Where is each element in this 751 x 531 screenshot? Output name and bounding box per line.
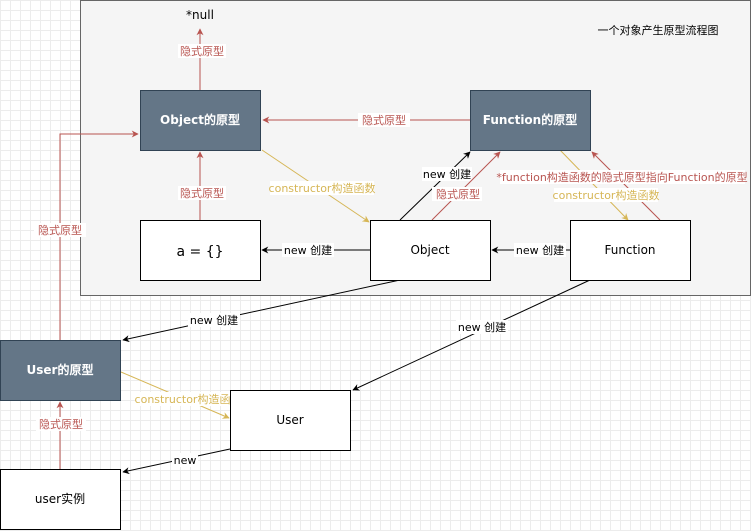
edge-function-new-user (352, 279, 591, 391)
edge-label-function-new-user: new 创建 (458, 320, 506, 334)
node-user-label: User (276, 413, 303, 427)
edge-label-function-new-object: new 创建 (516, 243, 564, 257)
edge-object-new-funcproto (399, 151, 471, 221)
edge-label-object-implicit: 隐式原型 (436, 187, 480, 201)
edge-label-user-new-instance: new (174, 454, 197, 467)
edge-object-implicit-funcproto (431, 151, 501, 221)
edge-label-function-note: *function构造函数的隐式原型指向Function的原型 (496, 170, 747, 184)
edge-userproto-to-objproto (59, 130, 139, 340)
edge-function-implicit-funcproto (591, 151, 661, 221)
edge-label-userproto-objproto: 隐式原型 (38, 223, 82, 237)
edge-label-a-objproto: 隐式原型 (180, 186, 224, 200)
node-object-label: Object (410, 243, 449, 257)
node-user-instance-label: user实例 (35, 491, 85, 506)
node-function: Function (570, 220, 691, 281)
node-user-prototype-label: User的原型 (27, 362, 94, 377)
edge-funcproto-constructor (559, 149, 629, 221)
node-function-prototype-label: Function的原型 (483, 112, 577, 127)
edge-object-new-userproto (122, 279, 401, 343)
edge-label-object-new-userproto: new 创建 (190, 313, 238, 327)
edge-label-funcproto-constructor: constructor构造函数 (553, 188, 660, 202)
node-function-prototype: Function的原型 (470, 90, 591, 151)
edge-label-funcproto-objproto: 隐式原型 (362, 113, 406, 127)
node-a-literal: a = {} (140, 220, 261, 281)
node-object-prototype-label: Object的原型 (160, 112, 240, 127)
node-user-instance: user实例 (0, 469, 121, 530)
node-user: User (230, 390, 351, 451)
edge-label-object-new: new 创建 (423, 167, 471, 181)
node-object-prototype: Object的原型 (140, 90, 261, 151)
edge-label-objproto-null: 隐式原型 (180, 44, 224, 58)
edge-label-userproto-constructor: constructor构造函数 (135, 392, 242, 406)
node-user-prototype: User的原型 (0, 340, 121, 401)
edge-label-objproto-constructor: constructor构造函数 (269, 181, 376, 195)
node-a-literal-label: a = {} (176, 244, 223, 260)
node-object: Object (370, 220, 491, 281)
edge-label-object-new-a: new 创建 (284, 243, 332, 257)
edge-label-instance-userproto: 隐式原型 (39, 417, 83, 431)
node-function-label: Function (604, 243, 655, 257)
diagram-title: 一个对象产生原型流程图 (598, 23, 719, 37)
node-null: *null (186, 8, 214, 22)
